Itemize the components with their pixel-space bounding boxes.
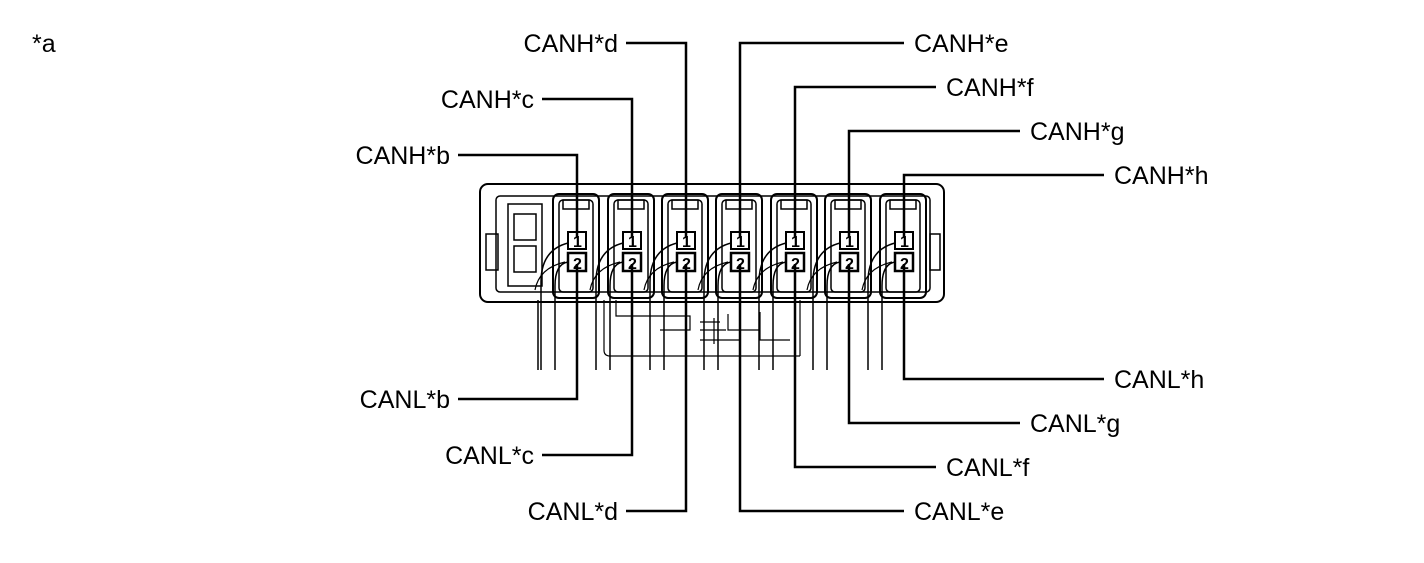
pin-1-number: 1 (628, 234, 637, 251)
wire-pair-5 (752, 242, 787, 370)
pin-1-number: 1 (736, 234, 745, 251)
pin-1-number: 1 (845, 234, 854, 251)
label-high-5: CANH*f (946, 74, 1034, 102)
wire-pair-1 (534, 242, 569, 370)
label-low-1: CANL*b (360, 386, 450, 414)
leader-2 (542, 97, 634, 457)
label-low-4: CANL*e (914, 498, 1004, 526)
figure-label: *a (32, 30, 56, 58)
leader-4 (738, 41, 904, 513)
label-high-6: CANH*g (1030, 118, 1124, 146)
pin-1-number: 1 (573, 234, 582, 251)
leader-7 (902, 173, 1104, 381)
label-high-1: CANH*b (356, 142, 450, 170)
pin-1-number: 1 (900, 234, 909, 251)
label-low-2: CANL*c (445, 442, 534, 470)
leader-5 (793, 85, 936, 469)
leader-3 (626, 41, 688, 513)
label-low-6: CANL*g (1030, 410, 1120, 438)
label-high-3: CANH*d (524, 30, 618, 58)
label-low-3: CANL*d (528, 498, 618, 526)
leader-6 (847, 129, 1020, 425)
leader-lines (458, 41, 1104, 513)
pin-1-number: 1 (791, 234, 800, 251)
wire-pair-7 (861, 242, 896, 370)
label-low-5: CANL*f (946, 454, 1029, 482)
wire-pair-6 (806, 242, 841, 370)
label-high-4: CANH*e (914, 30, 1008, 58)
pin-1-number: 1 (682, 234, 691, 251)
wire-pair-4 (697, 242, 732, 370)
wire-bundle (534, 242, 896, 370)
wire-pair-2 (589, 242, 624, 370)
label-high-2: CANH*c (441, 86, 534, 114)
label-low-7: CANL*h (1114, 366, 1204, 394)
leader-1 (458, 153, 579, 401)
label-high-7: CANH*h (1114, 162, 1208, 190)
wire-pair-3 (643, 242, 678, 370)
